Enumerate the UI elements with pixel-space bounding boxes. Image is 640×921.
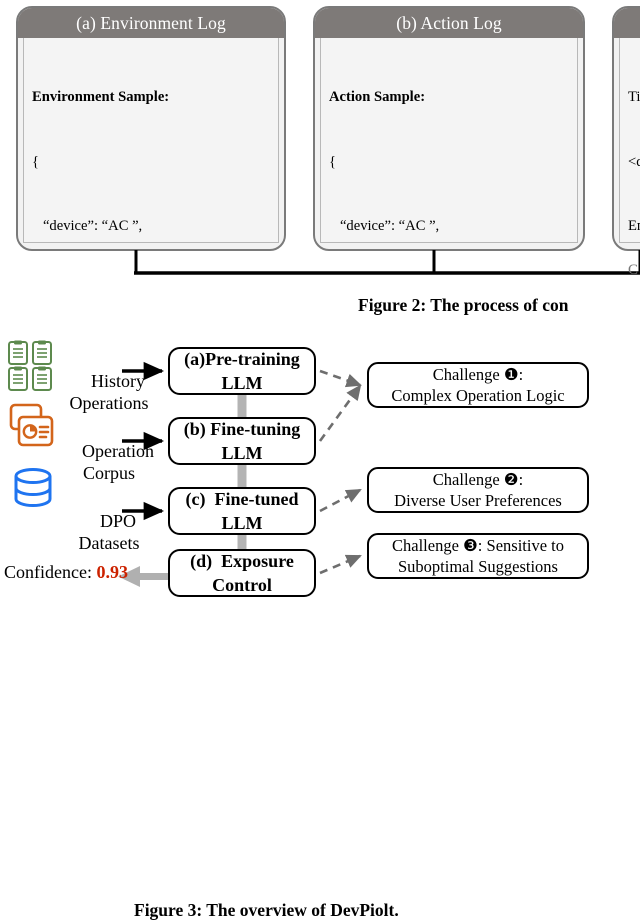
challenge-3-box[interactable]: Challenge ❸: Sensitive to Suboptimal Sug… (367, 533, 589, 579)
figure-2-caption: Figure 2: The process of con (358, 295, 569, 315)
action-log-body: Action Sample: { “device”: “AC ”, “room”… (320, 38, 578, 243)
stage-label: (b) Fine-tuning LLM (183, 419, 301, 463)
confidence-value: 0.93 (96, 562, 128, 582)
log-line: Tim (628, 89, 640, 105)
figure-2-container: (a) Environment Log Environment Sample: … (0, 0, 640, 325)
confidence-readout: Confidence: 0.93 (4, 562, 128, 583)
challenge-arrow (318, 369, 362, 575)
source-arrow (122, 361, 165, 521)
log-line: { (32, 153, 40, 170)
source-label-history-operations: History Operations (58, 348, 160, 436)
stage-exposure-control[interactable]: (d) Exposure Control (168, 549, 316, 597)
panel-connector-bracket (134, 250, 640, 275)
environment-log-panel: (a) Environment Log Environment Sample: … (16, 6, 286, 251)
source-label-text: DPO Datasets (78, 511, 140, 553)
prompt-template-panel-truncated: Tim <dat Env [<ro Desc <ope Acti [<ro (612, 6, 640, 251)
log-line: <dat (628, 153, 640, 170)
log-line: { (329, 153, 337, 170)
action-sample-heading: Action Sample: (329, 89, 426, 105)
confidence-arrow (118, 566, 168, 587)
edge-fragment-text: C (628, 262, 639, 278)
stage-label: (d) Exposure Control (190, 551, 294, 595)
figure-3-container: History Operations Operation Corpus DPO … (0, 330, 640, 920)
challenge-label: Challenge ❷: Diverse User Preferences (394, 470, 562, 510)
clipboards-icon (6, 340, 58, 397)
environment-sample-heading: Environment Sample: (32, 89, 170, 105)
challenge-label: Challenge ❸: Sensitive to Suboptimal Sug… (392, 536, 564, 576)
log-line: “device”: “AC ”, (32, 218, 143, 234)
stage-pre-training-llm[interactable]: (a)Pre-training LLM (168, 347, 316, 395)
source-label-operation-corpus: Operation Corpus (58, 418, 160, 506)
challenge-1-box[interactable]: Challenge ❶: Complex Operation Logic (367, 362, 589, 408)
confidence-label: Confidence: (4, 562, 97, 582)
environment-log-title: (a) Environment Log (18, 8, 284, 38)
challenge-2-box[interactable]: Challenge ❷: Diverse User Preferences (367, 467, 589, 513)
log-line: Env (628, 218, 640, 234)
stage-label: (c) Fine-tuned LLM (185, 489, 299, 533)
stage-fine-tuning-llm[interactable]: (b) Fine-tuning LLM (168, 417, 316, 465)
card-chart-icon (8, 402, 58, 455)
source-label-dpo-datasets: DPO Datasets (58, 488, 160, 576)
database-icon (10, 466, 56, 515)
prompt-template-body: Tim <dat Env [<ro Desc <ope Acti [<ro (619, 38, 640, 243)
stage-label: (a)Pre-training LLM (184, 349, 300, 393)
log-line: “device”: “AC ”, (329, 218, 440, 234)
prompt-template-title (614, 8, 640, 38)
source-label-text: Operation Corpus (82, 441, 154, 483)
figure-3-connectors (118, 361, 362, 587)
figure-3-caption: Figure 3: The overview of DevPiolt. (134, 900, 399, 920)
challenge-label: Challenge ❶: Complex Operation Logic (391, 365, 565, 405)
stage-fine-tuned-llm[interactable]: (c) Fine-tuned LLM (168, 487, 316, 535)
action-log-title: (b) Action Log (315, 8, 583, 38)
environment-log-body: Environment Sample: { “device”: “AC ”, “… (23, 38, 279, 243)
source-label-text: History Operations (69, 371, 149, 413)
action-log-panel: (b) Action Log Action Sample: { “device”… (313, 6, 585, 251)
